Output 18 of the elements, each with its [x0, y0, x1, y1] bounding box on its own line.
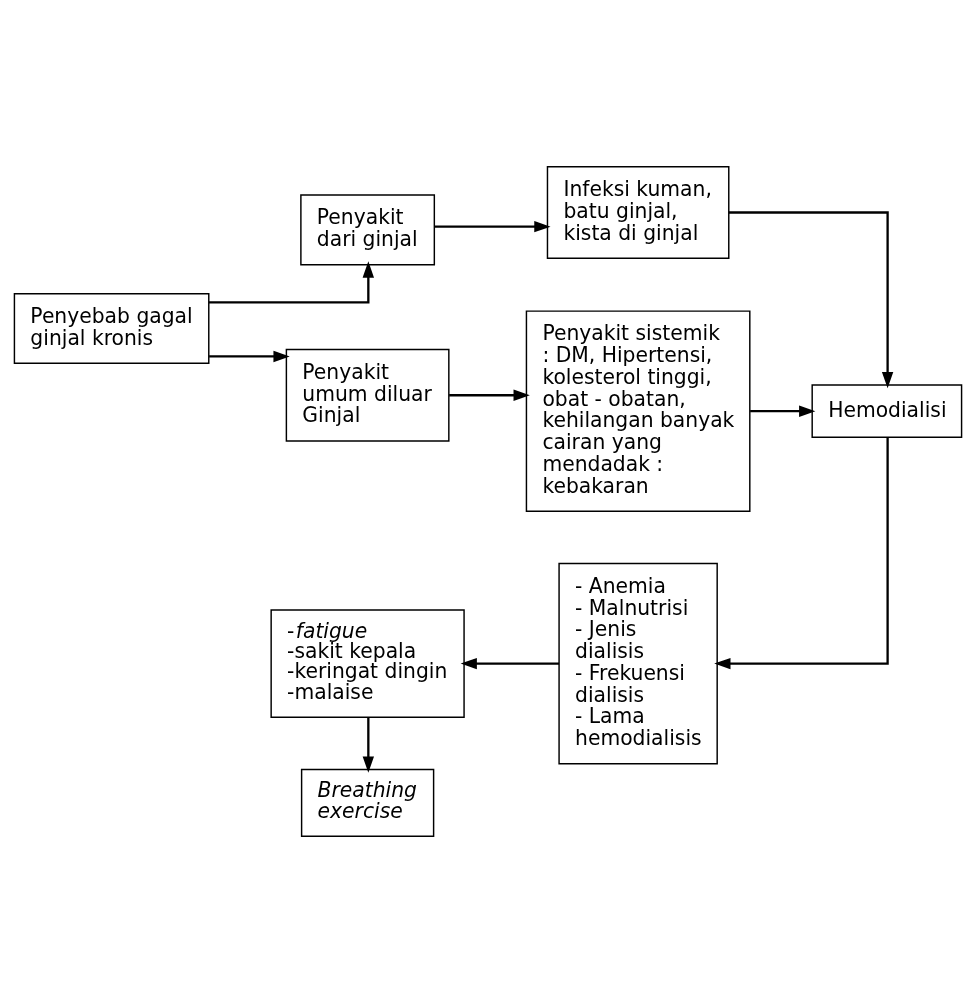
- node-box: -fatigue -sakit kepala -keringat dingin -malaise: [270, 608, 465, 718]
- arrow: [209, 350, 290, 362]
- node-box: Penyakit dari ginjal: [300, 193, 436, 265]
- node-box: Penyebab gagal ginjal kronis: [13, 292, 210, 364]
- arrow: [362, 716, 375, 773]
- arrow: [714, 437, 889, 669]
- arrow: [750, 405, 816, 417]
- arrow: [460, 657, 559, 669]
- arrow: [449, 389, 530, 401]
- node-box: - Anemia - Malnutrisi - Jenis dialisis - Frekuensi dialisis - Lama hemodialisis: [558, 562, 718, 764]
- node-box: Breathing exercise: [300, 768, 435, 837]
- arrow: [434, 220, 551, 232]
- arrow: [728, 210, 894, 388]
- node-box: Hemodialisi: [811, 383, 963, 438]
- node-box: Penyakit sistemik : DM, Hipertensi, kolesterol tinggi, obat - obatan, kehilangan banyak cairan yang mendadak : kebakaran: [525, 309, 751, 512]
- node-box: Penyakit umum diluar Ginjal: [285, 348, 450, 442]
- arrow: [209, 260, 375, 304]
- node-box: Infeksi kuman, batu ginjal, kista di ginjal: [546, 165, 730, 259]
